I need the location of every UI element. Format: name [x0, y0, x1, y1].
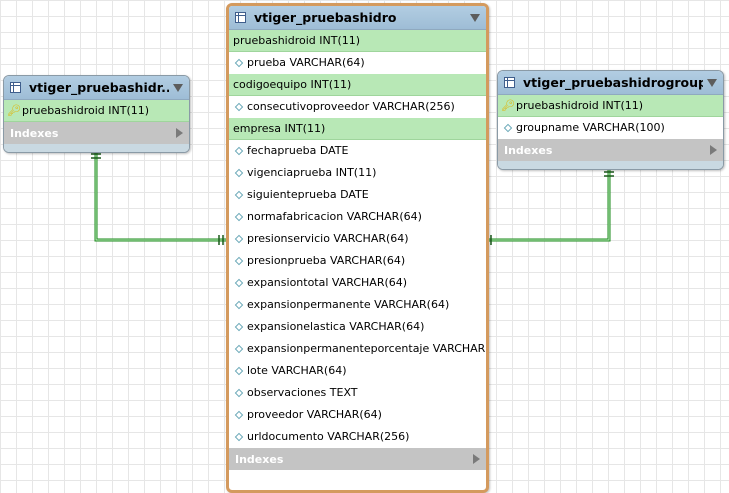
relationship-line-right[interactable]	[484, 168, 611, 242]
diamond-icon	[233, 278, 245, 287]
table-footer	[4, 144, 189, 152]
column-label: expansionpermanente VARCHAR(64)	[247, 298, 450, 311]
diamond-icon	[233, 212, 245, 221]
column-row[interactable]: lote VARCHAR(64)	[229, 360, 486, 382]
one-marker-left-end	[218, 235, 224, 245]
column-label: lote VARCHAR(64)	[247, 364, 347, 377]
column-label: expansiontotal VARCHAR(64)	[247, 276, 408, 289]
column-label: presionprueba VARCHAR(64)	[247, 254, 406, 267]
column-row[interactable]: empresa INT(11)	[229, 118, 486, 140]
one-marker-right-top	[604, 171, 614, 177]
one-marker-left-top	[91, 153, 101, 159]
column-row[interactable]: pruebashidroid INT(11)	[229, 30, 486, 52]
column-row[interactable]: prueba VARCHAR(64)	[229, 52, 486, 74]
column-row[interactable]: normafabricacion VARCHAR(64)	[229, 206, 486, 228]
column-label: pruebashidroid INT(11)	[22, 104, 150, 117]
diamond-icon	[233, 168, 245, 177]
column-row[interactable]: groupname VARCHAR(100)	[498, 117, 723, 139]
table-icon	[504, 77, 515, 88]
indexes-section[interactable]: Indexes	[229, 448, 486, 470]
table-icon	[10, 82, 21, 93]
column-label: empresa INT(11)	[233, 122, 326, 135]
column-row[interactable]: vigenciaprueba INT(11)	[229, 162, 486, 184]
collapse-triangle-icon[interactable]	[173, 83, 183, 92]
table-name: vtiger_pruebashidr...	[29, 80, 169, 95]
diamond-icon	[233, 234, 245, 243]
column-row[interactable]: presionservicio VARCHAR(64)	[229, 228, 486, 250]
table-header[interactable]: vtiger_pruebashidr...	[4, 76, 189, 100]
relationship-line-left-highlight	[95, 152, 228, 241]
column-row[interactable]: observaciones TEXT	[229, 382, 486, 404]
column-label: presionservicio VARCHAR(64)	[247, 232, 409, 245]
table-left[interactable]: vtiger_pruebashidr... 🔑︎ pruebashidroid …	[3, 75, 190, 153]
column-row[interactable]: codigoequipo INT(11)	[229, 74, 486, 96]
column-row[interactable]: fechaprueba DATE	[229, 140, 486, 162]
indexes-section[interactable]: Indexes	[4, 122, 189, 144]
diamond-icon	[233, 300, 245, 309]
column-row[interactable]: expansionpermanenteporcentaje VARCHAR(64…	[229, 338, 486, 360]
column-row[interactable]: consecutivoproveedor VARCHAR(256)	[229, 96, 486, 118]
diamond-icon	[233, 388, 245, 397]
column-label: siguienteprueba DATE	[247, 188, 369, 201]
table-header[interactable]: vtiger_pruebashidro	[229, 6, 486, 30]
column-label: proveedor VARCHAR(64)	[247, 408, 382, 421]
expand-arrow-icon[interactable]	[176, 128, 183, 138]
table-footer	[229, 470, 486, 478]
expand-arrow-icon[interactable]	[710, 145, 717, 155]
diamond-icon	[233, 58, 245, 67]
table-icon	[235, 12, 246, 23]
column-label: prueba VARCHAR(64)	[247, 56, 365, 69]
column-row[interactable]: 🔑︎ pruebashidroid INT(11)	[4, 100, 189, 122]
column-label: pruebashidroid INT(11)	[516, 99, 644, 112]
indexes-label: Indexes	[235, 452, 284, 466]
indexes-label: Indexes	[10, 126, 59, 140]
indexes-label: Indexes	[504, 143, 553, 157]
relationship-line-left[interactable]	[94, 152, 228, 242]
table-footer	[498, 161, 723, 169]
column-row[interactable]: proveedor VARCHAR(64)	[229, 404, 486, 426]
diamond-icon	[233, 102, 245, 111]
column-label: vigenciaprueba INT(11)	[247, 166, 377, 179]
column-label: pruebashidroid INT(11)	[233, 34, 361, 47]
diamond-icon	[233, 322, 245, 331]
diamond-icon	[233, 190, 245, 199]
expand-arrow-icon[interactable]	[473, 454, 480, 464]
indexes-section[interactable]: Indexes	[498, 139, 723, 161]
diamond-icon	[233, 410, 245, 419]
collapse-triangle-icon[interactable]	[470, 13, 480, 22]
column-label: fechaprueba DATE	[247, 144, 349, 157]
column-row[interactable]: urldocumento VARCHAR(256)	[229, 426, 486, 448]
table-name: vtiger_pruebashidro	[254, 10, 397, 25]
column-label: groupname VARCHAR(100)	[516, 121, 665, 134]
column-label: expansionelastica VARCHAR(64)	[247, 320, 425, 333]
key-icon: 🔑︎	[501, 99, 515, 112]
diamond-icon	[233, 344, 245, 353]
column-label: codigoequipo INT(11)	[233, 78, 352, 91]
column-label: normafabricacion VARCHAR(64)	[247, 210, 422, 223]
column-row[interactable]: presionprueba VARCHAR(64)	[229, 250, 486, 272]
table-right[interactable]: vtiger_pruebashidrogrouprel 🔑︎pruebashid…	[497, 70, 724, 170]
column-label: observaciones TEXT	[247, 386, 358, 399]
column-label: consecutivoproveedor VARCHAR(256)	[247, 100, 455, 113]
column-row[interactable]: expansiontotal VARCHAR(64)	[229, 272, 486, 294]
column-label: urldocumento VARCHAR(256)	[247, 430, 410, 443]
collapse-triangle-icon[interactable]	[707, 78, 717, 87]
column-row[interactable]: siguienteprueba DATE	[229, 184, 486, 206]
column-row[interactable]: expansionpermanente VARCHAR(64)	[229, 294, 486, 316]
key-icon: 🔑︎	[7, 104, 21, 117]
column-row[interactable]: expansionelastica VARCHAR(64)	[229, 316, 486, 338]
diamond-icon	[502, 123, 514, 132]
table-header[interactable]: vtiger_pruebashidrogrouprel	[498, 71, 723, 95]
diamond-icon	[233, 146, 245, 155]
relationship-line-right-highlight	[484, 168, 610, 241]
column-row[interactable]: 🔑︎pruebashidroid INT(11)	[498, 95, 723, 117]
table-name: vtiger_pruebashidrogrouprel	[523, 75, 703, 90]
column-label: expansionpermanenteporcentaje VARCHAR(64…	[247, 342, 489, 355]
diamond-icon	[233, 366, 245, 375]
diamond-icon	[233, 432, 245, 441]
diamond-icon	[233, 256, 245, 265]
table-main[interactable]: vtiger_pruebashidro pruebashidroid INT(1…	[226, 3, 489, 493]
